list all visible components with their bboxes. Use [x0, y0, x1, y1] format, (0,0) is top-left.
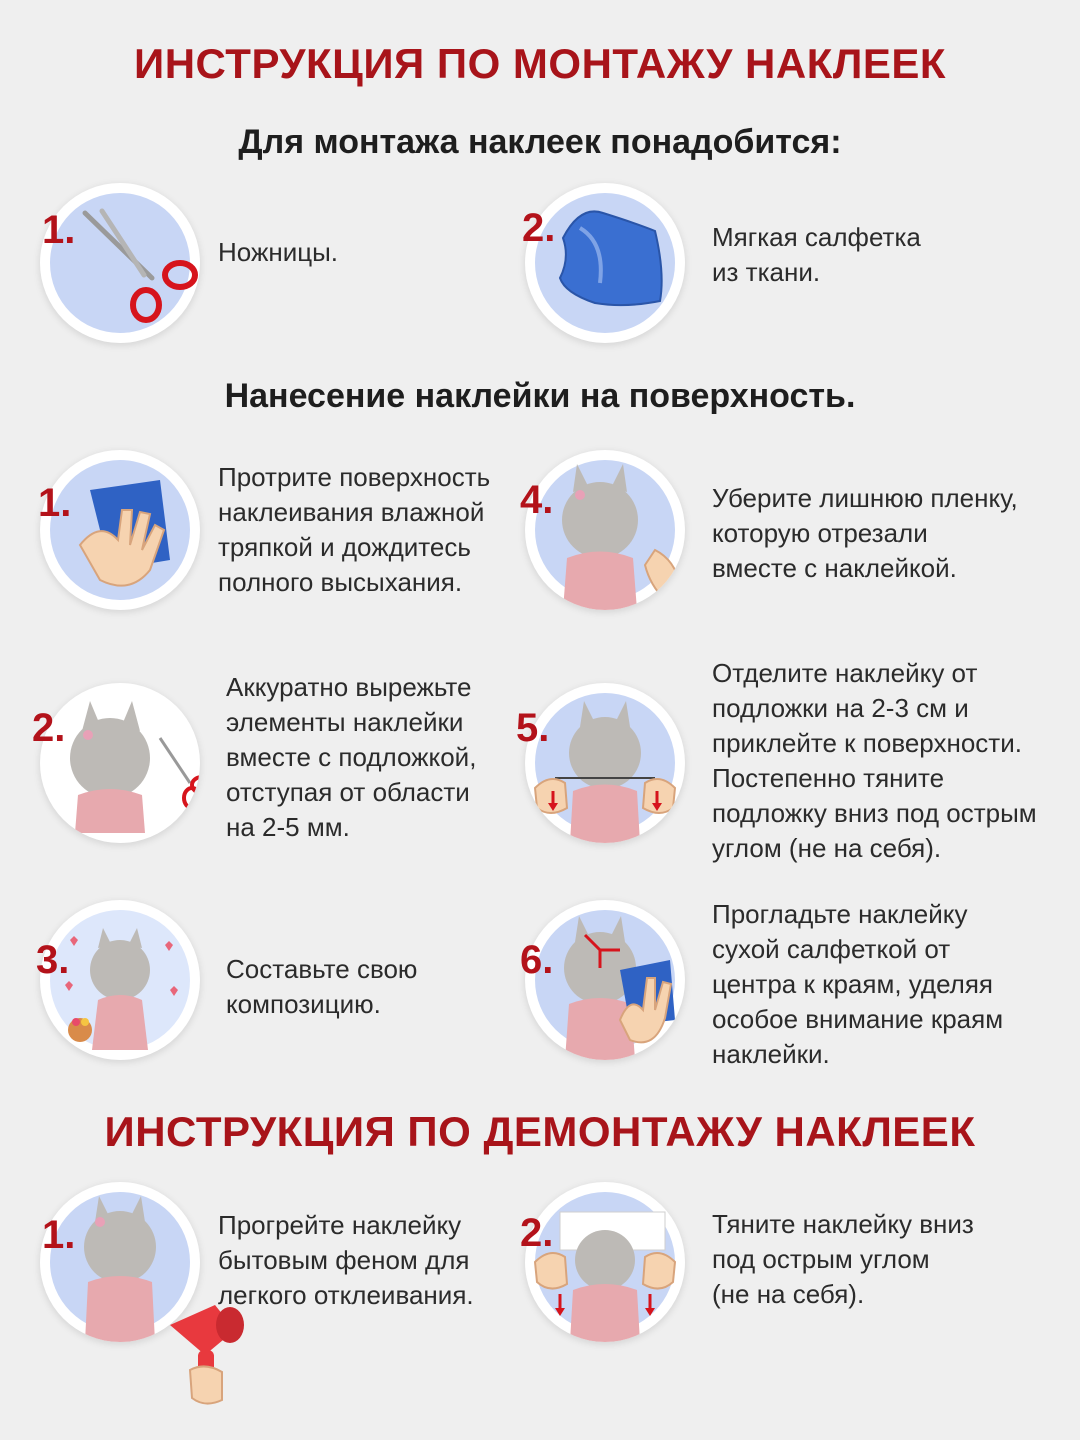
peel-backing-circle [525, 683, 685, 843]
remove-film-circle [525, 450, 685, 610]
step-number-5: 5. [516, 706, 550, 750]
smooth-hand-icon [564, 916, 675, 1060]
smooth-circle [525, 900, 685, 1060]
step-text-6: Прогладьте наклейку сухой салфеткой от ц… [712, 899, 1004, 1069]
removal-number-1: 1. [42, 1213, 76, 1257]
remove-film-icon [562, 464, 682, 610]
step-number-2: 2. [32, 706, 66, 750]
step-text-2: Аккуратно вырежьте элементы наклейки вме… [226, 672, 477, 842]
composition-circle [40, 900, 200, 1060]
scissors-circle [40, 183, 200, 343]
cut-circle [40, 683, 200, 843]
pull-down-icon [533, 1211, 677, 1342]
hair-dryer-icon [84, 1196, 156, 1342]
tools-heading: Для монтажа наклеек понадобится: [238, 123, 842, 161]
wipe-hand-icon [78, 480, 170, 587]
scissors-icon [82, 208, 198, 323]
removal-number-2: 2. [520, 1211, 554, 1255]
hair-dryer-circle [40, 1182, 200, 1342]
removal-text-1: Прогрейте наклейку бытовым феном для лег… [218, 1210, 474, 1310]
cut-sticker-icon [70, 701, 200, 833]
tool-text-2: Мягкая салфетка из ткани. [712, 222, 921, 287]
tool-number-2: 2. [522, 206, 556, 250]
hair-dryer-icon-red [170, 1305, 244, 1405]
step-number-1: 1. [38, 481, 72, 525]
tool-number-1: 1. [42, 208, 76, 252]
pull-down-circle [525, 1182, 685, 1342]
step-text-4: Уберите лишнюю пленку, которую отрезали … [712, 483, 1018, 583]
tool-text-1: Ножницы. [218, 237, 339, 267]
removal-title: ИНСТРУКЦИЯ ПО ДЕМОНТАЖУ НАКЛЕЕК [104, 1108, 976, 1155]
step-number-4: 4. [520, 478, 554, 522]
step-number-3: 3. [36, 938, 70, 982]
removal-text-2: Тяните наклейку вниз под острым углом (н… [712, 1209, 974, 1309]
composition-icon [65, 928, 178, 1050]
step-text-5: Отделите наклейку от подложки на 2-3 см … [712, 658, 1037, 863]
cloth-icon [558, 210, 663, 307]
peel-backing-icon [533, 701, 677, 843]
step-text-1: Протрите поверхность наклеивания влажной… [218, 462, 491, 597]
step-text-3: Составьте свою композицию. [226, 954, 418, 1019]
cloth-circle [525, 183, 685, 343]
step-number-6: 6. [520, 938, 554, 982]
application-heading: Нанесение наклейки на поверхность. [224, 377, 856, 415]
page-title: ИНСТРУКЦИЯ ПО МОНТАЖУ НАКЛЕЕК [134, 40, 946, 87]
wipe-circle [40, 450, 200, 610]
